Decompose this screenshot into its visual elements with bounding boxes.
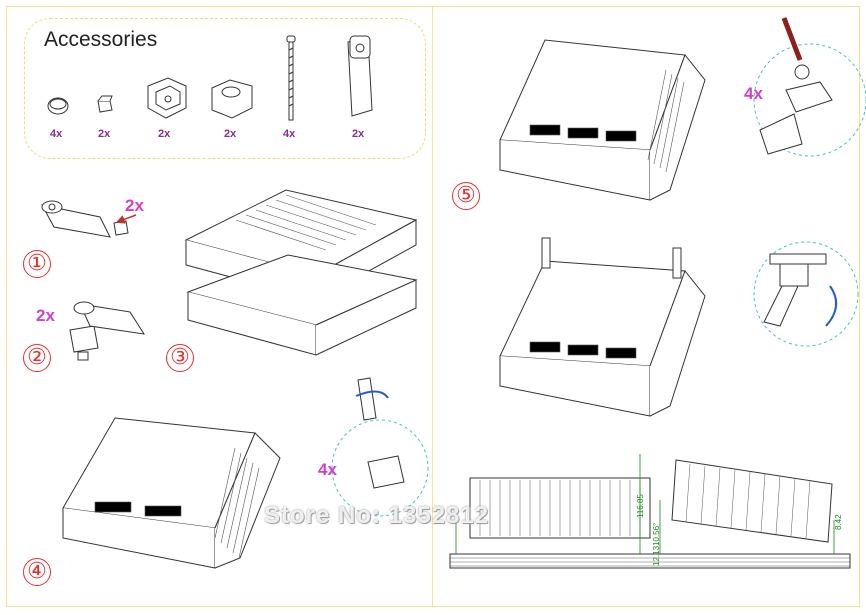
step3-housing (184, 189, 418, 356)
count-foot-pad: 4x (50, 128, 63, 140)
step4-housing (62, 417, 281, 569)
accessories-panel (24, 18, 426, 159)
count-corner-bracket: 2x (158, 128, 171, 140)
foot-pad-icon (47, 97, 69, 115)
screw-icon (286, 35, 296, 121)
step5-multiplier: 4x (744, 84, 763, 103)
corner-cap-icon (211, 79, 253, 119)
count-screw: 4x (283, 128, 296, 140)
step-4-label: ④ (23, 558, 51, 586)
step-2-label: ② (23, 344, 51, 372)
step-1-label: ① (23, 250, 51, 278)
step-5-label: ⑤ (452, 182, 480, 210)
side-views (449, 454, 851, 569)
panel-divider (432, 6, 433, 607)
count-small-block: 2x (98, 128, 111, 140)
step5-callout-top (753, 17, 866, 157)
store-watermark: Store No: 1352812 (264, 502, 490, 529)
step-3-label: ③ (166, 344, 194, 372)
dim-8: 8.42 (834, 514, 843, 530)
corner-bracket-icon (147, 77, 187, 119)
step1-illustration (41, 200, 137, 238)
outer-frame (6, 6, 860, 607)
step5-housing-bottom (499, 237, 706, 417)
step1-multiplier: 2x (125, 196, 144, 215)
dim-116: 116.85 (636, 494, 645, 518)
step4-multiplier: 4x (318, 460, 337, 479)
dim-angle: 10.56° (652, 522, 661, 546)
accessories-title: Accessories (44, 28, 158, 51)
accessories-icons (47, 35, 373, 121)
step5-housing-top (499, 39, 706, 201)
small-block-icon (97, 95, 113, 113)
tilt-leg-icon (347, 35, 373, 117)
step5-callout-bottom (753, 241, 859, 347)
count-corner-cap: 2x (224, 128, 237, 140)
step2-multiplier: 2x (36, 306, 55, 325)
count-tilt-leg: 2x (352, 128, 365, 140)
step4-callout (331, 377, 429, 517)
dim-12: 12.13 (652, 545, 661, 566)
step2-illustration (69, 301, 146, 361)
